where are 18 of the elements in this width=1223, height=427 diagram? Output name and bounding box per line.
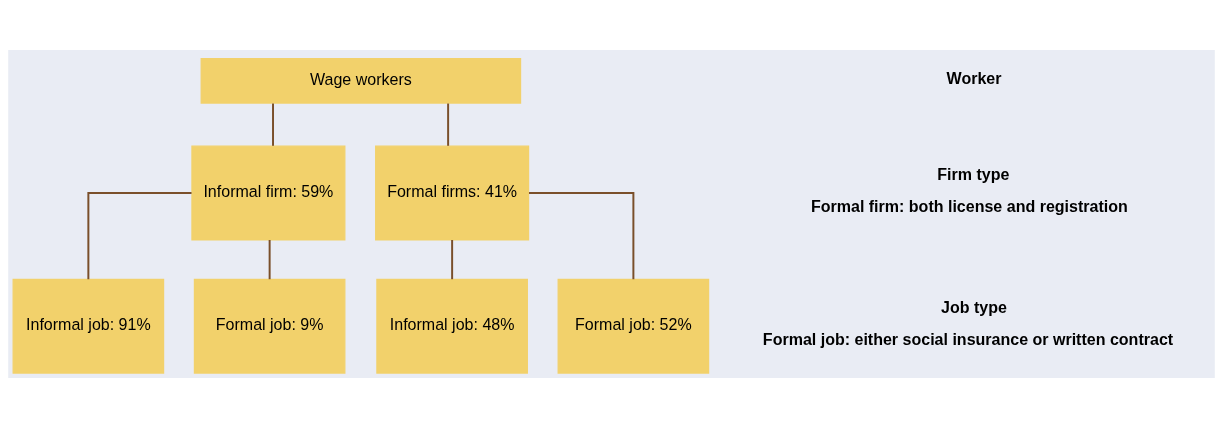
node-box: Wage workers — [200, 57, 522, 104]
label: Formal job: either social insurance or written contract — [762, 329, 1174, 348]
label: Firm type — [937, 164, 1010, 183]
connector — [272, 102, 274, 147]
label: Worker — [946, 68, 1002, 87]
connector — [87, 191, 193, 280]
node-box: Informal firm: 59% — [191, 145, 346, 240]
node-box: Informal job: 48% — [376, 278, 528, 374]
node-box: Formal job: 9% — [193, 278, 346, 374]
node-box: Informal job: 91% — [12, 278, 165, 374]
connector — [447, 102, 450, 147]
label: Formal firm: both license and registration — [810, 196, 1128, 215]
node-box: Formal job: 52% — [557, 278, 710, 374]
label: Job type — [941, 297, 1007, 316]
connector — [268, 238, 271, 280]
connector — [528, 191, 635, 280]
connector — [451, 238, 454, 280]
node-box: Formal firms: 41% — [375, 145, 530, 240]
